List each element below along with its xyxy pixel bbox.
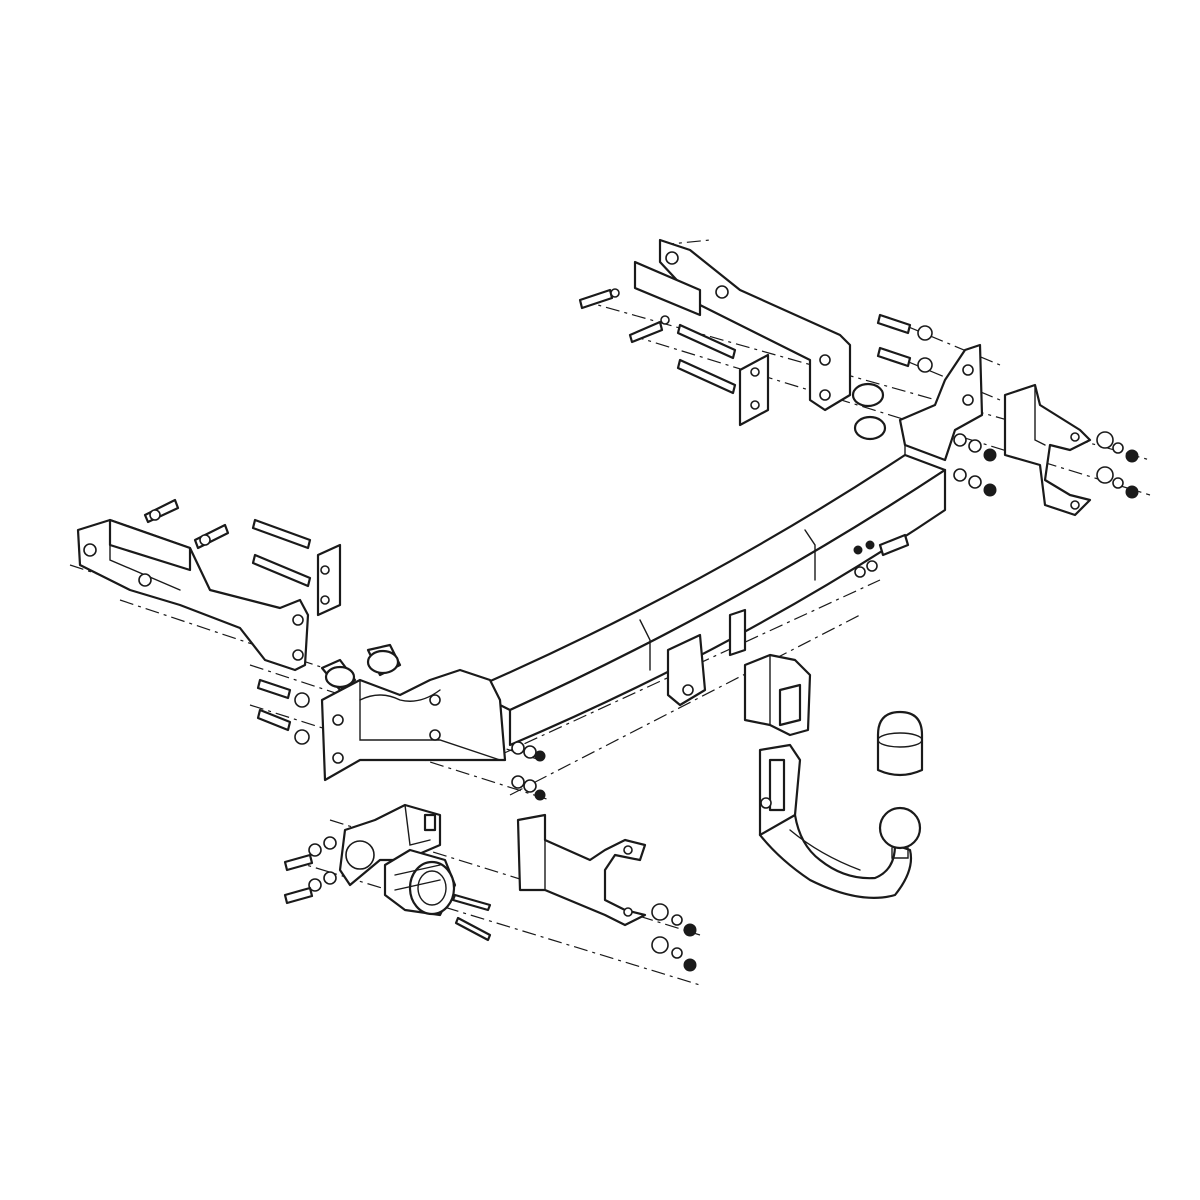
bolts-right (578, 288, 933, 395)
bumper-bracket-left (516, 813, 647, 927)
center-mount-plate (666, 608, 747, 707)
detachable-tow-arm (758, 743, 913, 899)
bumper-bracket-right (1003, 383, 1092, 517)
receiver-socket (743, 653, 812, 737)
left-clamp-plate (316, 543, 342, 617)
spacer-tubes (320, 382, 887, 692)
left-side-plate (320, 668, 507, 782)
left-bracket-arm (76, 518, 310, 672)
right-clamp-plate (738, 353, 770, 427)
right-bracket-arm (633, 238, 852, 412)
right-side-plate (898, 343, 984, 462)
washers-and-nuts (149, 288, 1139, 972)
crossbar-beam (468, 439, 947, 747)
electrical-socket (383, 848, 492, 942)
ball-cap (876, 710, 924, 777)
tow-ball (878, 806, 922, 859)
